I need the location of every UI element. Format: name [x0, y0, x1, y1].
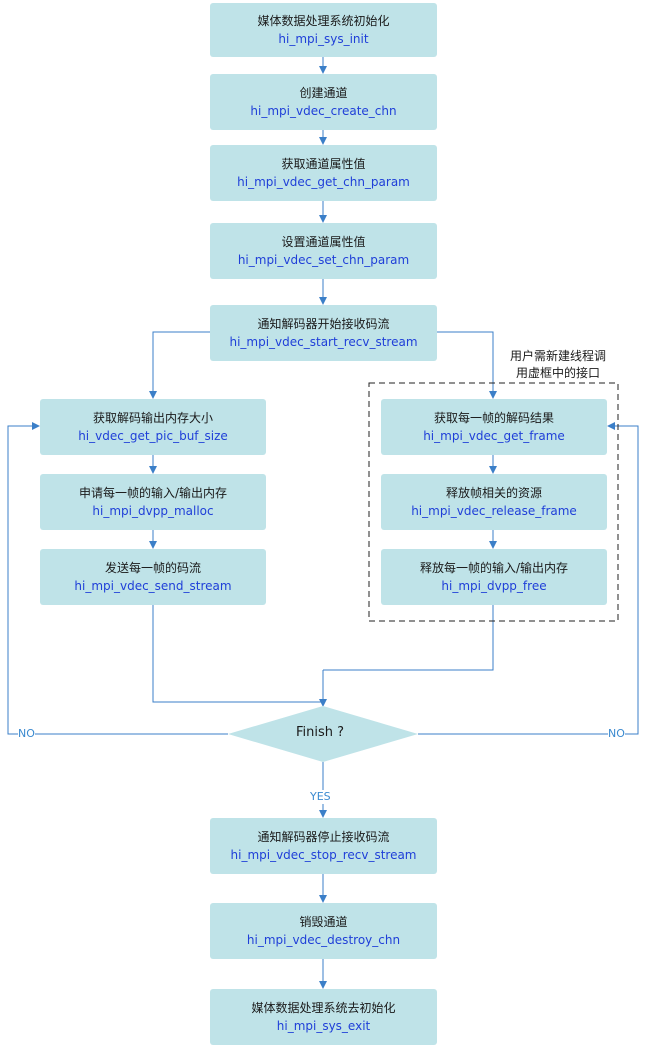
step-title: 获取解码输出内存大小: [92, 411, 213, 425]
step-create-chn: 创建通道 hi_mpi_vdec_create_chn: [210, 74, 437, 130]
step-release-frame: 释放帧相关的资源 hi_mpi_vdec_release_frame: [381, 474, 607, 530]
step-set-chn-param: 设置通道属性值 hi_mpi_vdec_set_chn_param: [210, 223, 437, 279]
step-title: 媒体数据处理系统去初始化: [251, 1001, 396, 1015]
no-left-label: NO: [18, 727, 35, 741]
step-title: 通知解码器停止接收码流: [257, 830, 390, 844]
step-func: hi_mpi_dvpp_free: [441, 579, 547, 593]
thread-note-line2: 用虚框中的接口: [515, 366, 600, 380]
step-stop-recv-stream: 通知解码器停止接收码流 hi_mpi_vdec_stop_recv_stream: [210, 818, 437, 874]
step-title: 设置通道属性值: [281, 235, 366, 249]
step-title: 销毁通道: [299, 915, 348, 929]
thread-note: 用户需新建线程调 用虚框中的接口: [498, 348, 618, 382]
arrow-start-to-left-loop: [149, 331, 210, 399]
thread-note-line1: 用户需新建线程调: [509, 349, 606, 363]
thread-dashed-box: [368, 382, 619, 622]
step-title: 获取通道属性值: [281, 157, 366, 171]
step-send-stream: 发送每一帧的码流 hi_mpi_vdec_send_stream: [40, 549, 266, 605]
step-func: hi_mpi_vdec_stop_recv_stream: [230, 848, 417, 862]
step-func: hi_mpi_sys_init: [278, 32, 369, 46]
step-func: hi_mpi_vdec_send_stream: [74, 579, 232, 593]
arrow-start-to-right-loop: [437, 331, 497, 399]
step-title: 释放帧相关的资源: [445, 486, 542, 500]
step-title: 释放每一帧的输入/输出内存: [419, 561, 569, 575]
step-func: hi_mpi_vdec_create_chn: [250, 104, 397, 118]
step-get-chn-param: 获取通道属性值 hi_mpi_vdec_get_chn_param: [210, 145, 437, 201]
step-destroy-chn: 销毁通道 hi_mpi_vdec_destroy_chn: [210, 903, 437, 959]
step-dvpp-malloc: 申请每一帧的输入/输出内存 hi_mpi_dvpp_malloc: [40, 474, 266, 530]
step-func: hi_vdec_get_pic_buf_size: [78, 429, 228, 443]
step-func: hi_mpi_vdec_release_frame: [411, 504, 577, 518]
step-start-recv-stream: 通知解码器开始接收码流 hi_mpi_vdec_start_recv_strea…: [210, 305, 437, 361]
step-func: hi_mpi_sys_exit: [276, 1019, 371, 1033]
step-func: hi_mpi_vdec_get_chn_param: [237, 175, 410, 189]
decision-diamond: [228, 706, 418, 762]
step-get-pic-buf-size: 获取解码输出内存大小 hi_vdec_get_pic_buf_size: [40, 399, 266, 455]
no-right-label: NO: [608, 727, 625, 741]
arrow-no-left-loop: [7, 422, 228, 735]
step-title: 创建通道: [299, 86, 348, 100]
yes-label: YES: [310, 790, 331, 804]
step-title: 媒体数据处理系统初始化: [257, 14, 390, 28]
step-func: hi_mpi_dvpp_malloc: [92, 504, 214, 518]
step-func: hi_mpi_vdec_destroy_chn: [246, 933, 401, 947]
step-get-frame: 获取每一帧的解码结果 hi_mpi_vdec_get_frame: [381, 399, 607, 455]
step-func: hi_mpi_vdec_get_frame: [423, 429, 565, 443]
step-dvpp-free: 释放每一帧的输入/输出内存 hi_mpi_dvpp_free: [381, 549, 607, 605]
step-sys-init: 媒体数据处理系统初始化 hi_mpi_sys_init: [210, 3, 437, 57]
step-title: 通知解码器开始接收码流: [257, 317, 390, 331]
step-title: 申请每一帧的输入/输出内存: [78, 486, 228, 500]
step-title: 发送每一帧的码流: [104, 561, 201, 575]
connector-send-to-merge: [152, 605, 323, 703]
step-func: hi_mpi_vdec_set_chn_param: [237, 253, 410, 267]
connector-free-to-merge: [323, 605, 494, 671]
decision-label: Finish ?: [296, 725, 345, 740]
step-sys-exit: 媒体数据处理系统去初始化 hi_mpi_sys_exit: [210, 989, 437, 1045]
step-func: hi_mpi_vdec_start_recv_stream: [229, 335, 418, 349]
step-title: 获取每一帧的解码结果: [433, 411, 554, 425]
arrow-no-right-loop: [418, 422, 639, 735]
